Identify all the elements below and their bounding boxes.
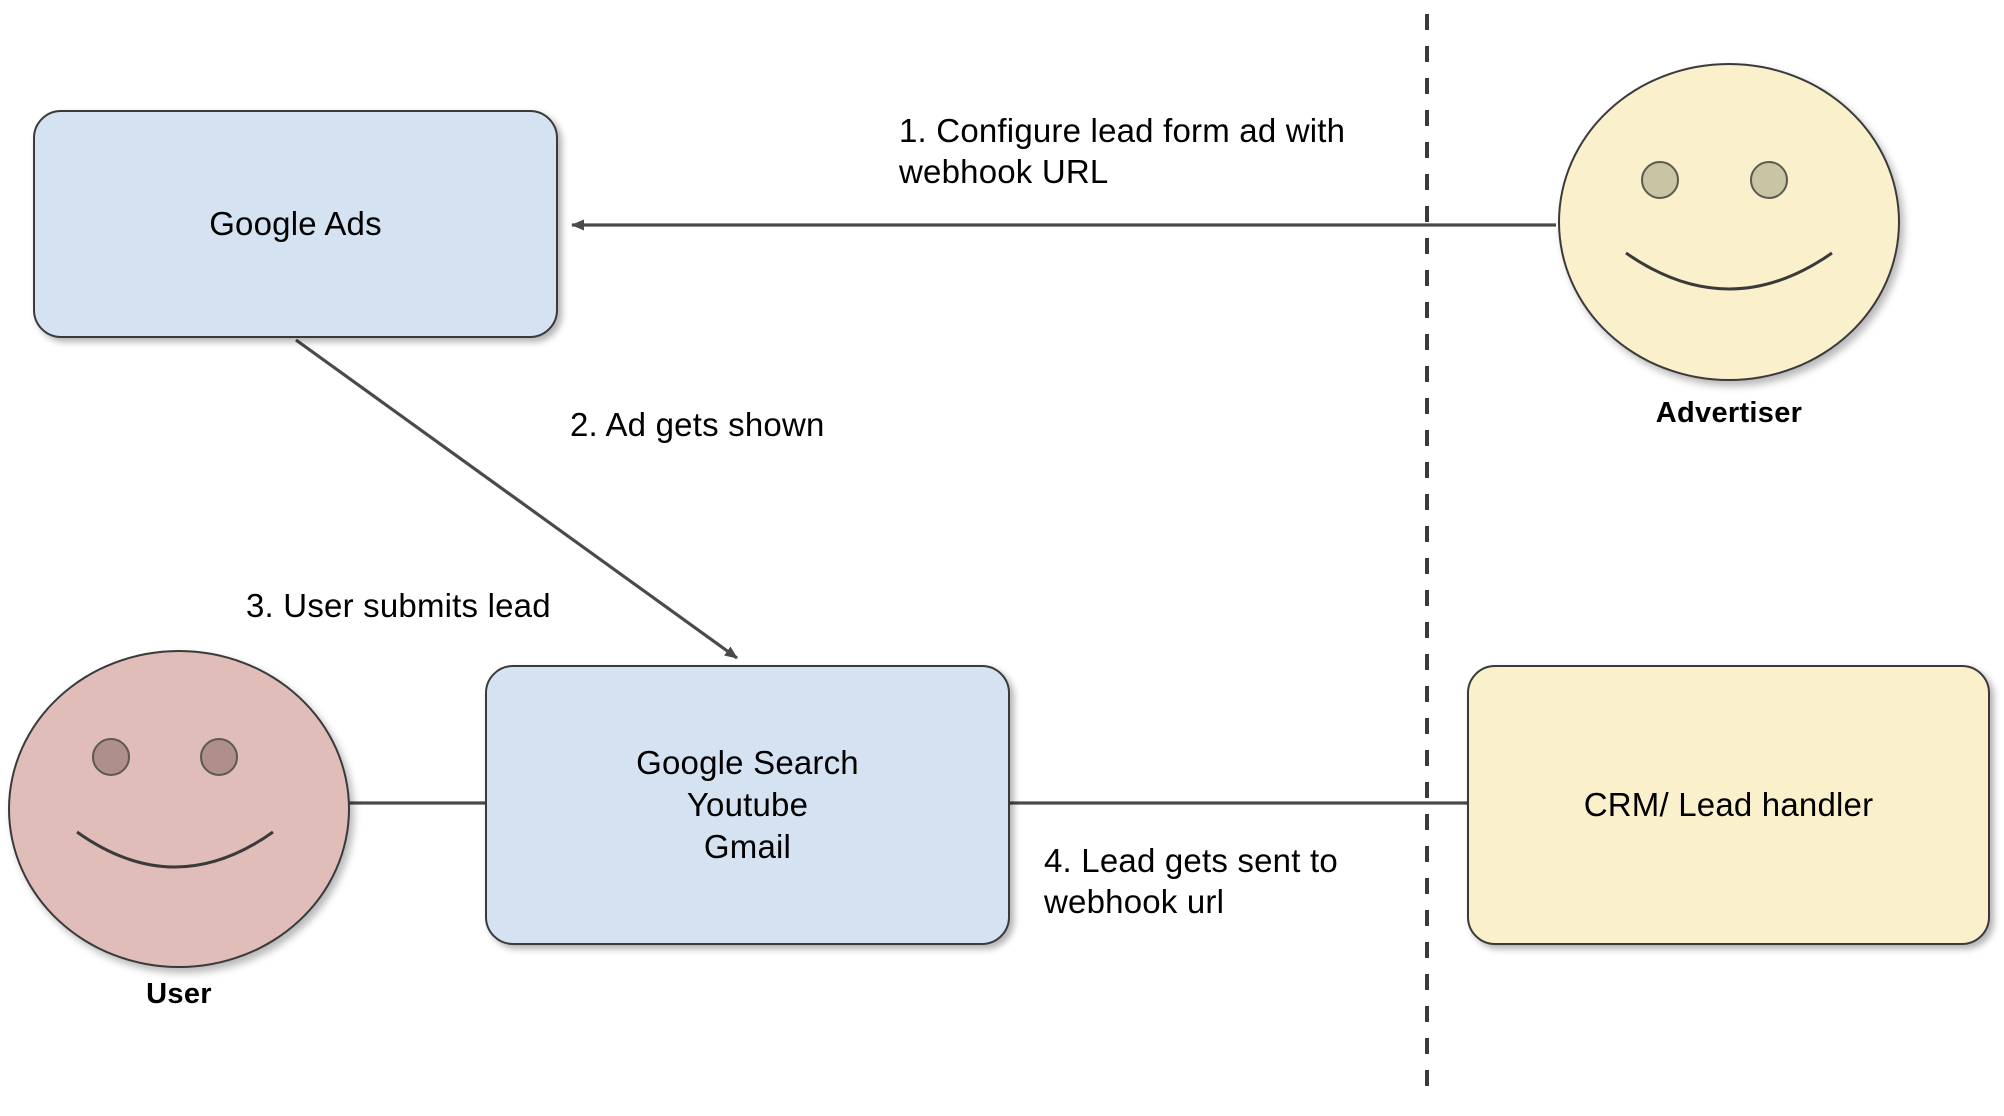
- eye-right-icon: [200, 738, 238, 776]
- actor-user-label: User: [146, 978, 212, 1010]
- edge-google-ads-to-surfaces: [295, 338, 738, 660]
- smile-mouth-icon: [1625, 251, 1833, 291]
- edge-label-step-2: 2. Ad gets shown: [570, 406, 825, 443]
- node-google-ads-label: Google Ads: [209, 204, 382, 242]
- actor-user[interactable]: User: [8, 650, 350, 1010]
- eye-left-icon: [92, 738, 130, 776]
- smile-mouth-icon: [76, 830, 274, 869]
- node-google-surfaces[interactable]: Google Search Youtube Gmail: [485, 665, 1010, 945]
- eye-right-icon: [1750, 161, 1788, 199]
- edge-label-step-4: 4. Lead gets sent to webhook url: [1044, 842, 1338, 921]
- edge-label-step-1: 1. Configure lead form ad with webhook U…: [899, 112, 1346, 191]
- actor-advertiser[interactable]: Advertiser: [1558, 63, 1900, 429]
- eye-left-icon: [1641, 161, 1679, 199]
- actor-advertiser-label: Advertiser: [1655, 397, 1803, 429]
- edge-label-step-3: 3. User submits lead: [246, 587, 551, 624]
- node-crm-label: CRM/ Lead handler: [1583, 785, 1874, 823]
- smiley-face-icon: [1558, 63, 1900, 381]
- node-google-surfaces-label: Google Search Youtube Gmail: [636, 743, 859, 866]
- smiley-face-icon: [8, 650, 350, 968]
- node-crm-lead-handler[interactable]: CRM/ Lead handler: [1467, 665, 1990, 945]
- node-google-ads[interactable]: Google Ads: [33, 110, 558, 338]
